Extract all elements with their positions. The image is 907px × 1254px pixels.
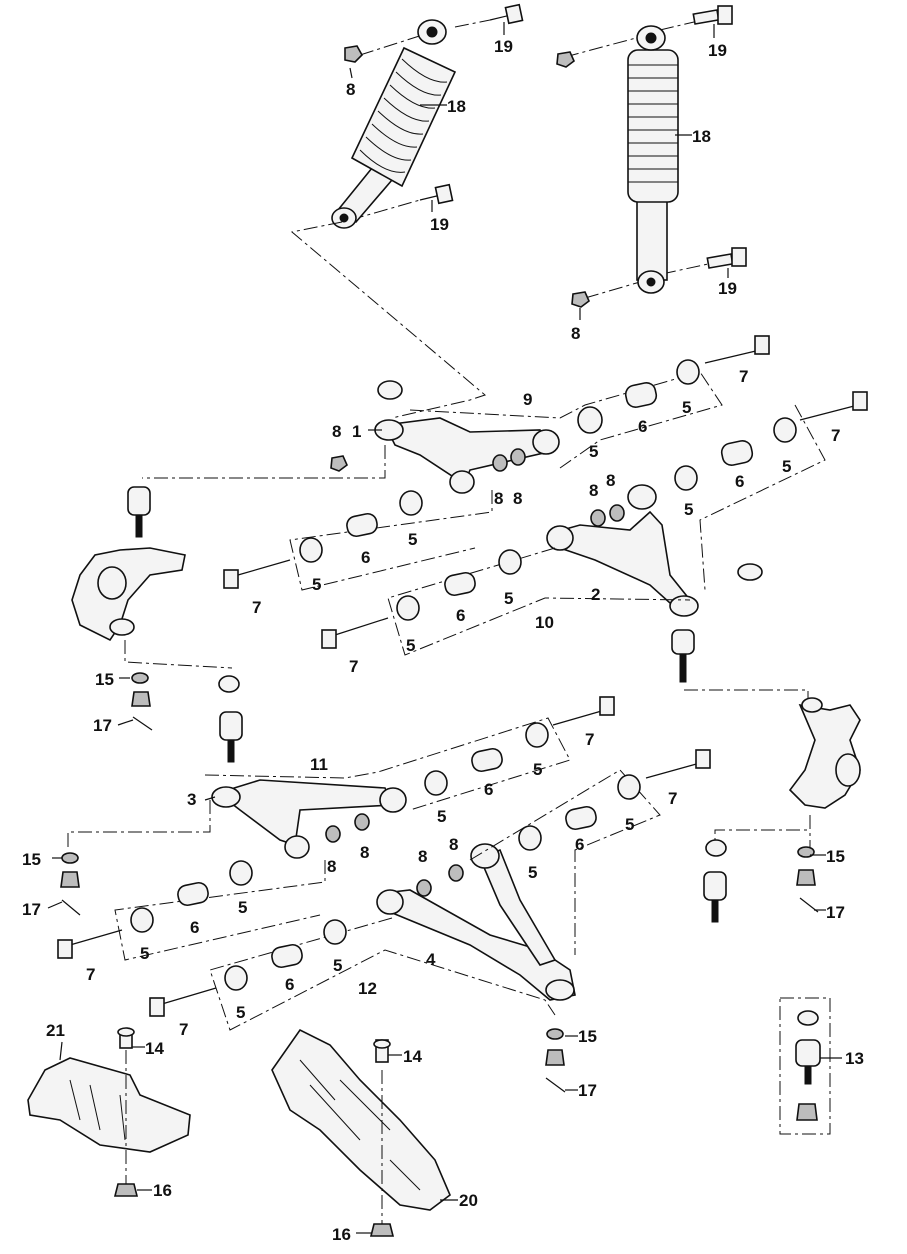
- callout-label-c5f: 5: [782, 457, 791, 476]
- callout-label-c20: 20: [459, 1191, 478, 1210]
- callout-label-c15d: 15: [578, 1027, 597, 1046]
- shock-absorber-right: [556, 5, 747, 308]
- callout-label-c5a: 5: [682, 398, 691, 417]
- upper-control-arm-right: [321, 391, 868, 700]
- callout-label-c17a: 17: [93, 716, 112, 735]
- leader-lines: [47, 22, 842, 1234]
- callout-label-c7h: 7: [179, 1020, 188, 1039]
- callout-label-c7f: 7: [668, 789, 677, 808]
- steering-knuckle-right: [703, 697, 861, 923]
- callout-label-c8f: 8: [589, 481, 598, 500]
- callout-label-c19c: 19: [430, 215, 449, 234]
- callout-label-c8b: 8: [571, 324, 580, 343]
- callout-label-c8h: 8: [327, 857, 336, 876]
- callout-label-c6e: 6: [484, 780, 493, 799]
- bolt-19-bottom-left: [419, 183, 454, 205]
- callout-label-c3: 3: [187, 790, 196, 809]
- callout-label-c21: 21: [46, 1021, 65, 1040]
- callout-label-c12: 12: [358, 979, 377, 998]
- callout-label-c5j: 5: [437, 807, 446, 826]
- callout-label-c6f: 6: [190, 918, 199, 937]
- callout-label-c1: 1: [352, 422, 361, 441]
- callout-label-c5k: 5: [238, 898, 247, 917]
- callout-label-c19d: 19: [718, 279, 737, 298]
- callout-label-c7d: 7: [349, 657, 358, 676]
- callout-labels: 1234555555555555555566666666777777778888…: [22, 37, 864, 1244]
- callout-label-c7c: 7: [252, 598, 261, 617]
- bolt-19-top-left: [489, 3, 524, 25]
- callout-label-c17c: 17: [826, 903, 845, 922]
- callout-label-c14a: 14: [145, 1039, 164, 1058]
- callout-label-c6c: 6: [735, 472, 744, 491]
- ball-joint-kit-13: [779, 997, 831, 1135]
- skid-plate-20: [271, 1028, 451, 1237]
- callout-label-c8k: 8: [449, 835, 458, 854]
- callout-label-c8g: 8: [606, 471, 615, 490]
- callout-label-c19b: 19: [708, 41, 727, 60]
- callout-label-c5m: 5: [625, 815, 634, 834]
- callout-label-c8d: 8: [494, 489, 503, 508]
- callout-label-c6b: 6: [361, 548, 370, 567]
- callout-label-c5p: 5: [236, 1003, 245, 1022]
- callout-label-c15c: 15: [826, 847, 845, 866]
- callout-label-c14b: 14: [403, 1047, 422, 1066]
- callout-label-c16b: 16: [332, 1225, 351, 1244]
- callout-label-c18a: 18: [447, 97, 466, 116]
- callout-label-c6h: 6: [285, 975, 294, 994]
- callout-label-c19a: 19: [494, 37, 513, 56]
- callout-label-c5g: 5: [504, 589, 513, 608]
- callout-label-c5o: 5: [333, 956, 342, 975]
- callout-label-c17b: 17: [22, 900, 41, 919]
- callout-label-c8a: 8: [346, 80, 355, 99]
- callout-label-c6g: 6: [575, 835, 584, 854]
- skid-plate-21: [27, 1027, 191, 1197]
- callout-label-c10: 10: [535, 613, 554, 632]
- callout-label-c7b: 7: [831, 426, 840, 445]
- callout-label-c5d: 5: [312, 575, 321, 594]
- callout-label-c5e: 5: [684, 500, 693, 519]
- callout-label-c5l: 5: [140, 944, 149, 963]
- callout-label-c8c: 8: [332, 422, 341, 441]
- callout-label-c8j: 8: [418, 847, 427, 866]
- callout-label-c6a: 6: [638, 417, 647, 436]
- callout-label-c16a: 16: [153, 1181, 172, 1200]
- lower-control-arm-left: [57, 696, 615, 961]
- callout-label-c11: 11: [310, 755, 328, 774]
- lower-control-arm-right: [149, 749, 711, 1093]
- callout-label-c7a: 7: [739, 367, 748, 386]
- callout-label-c6d: 6: [456, 606, 465, 625]
- callout-label-c7g: 7: [86, 965, 95, 984]
- callout-label-c9: 9: [523, 390, 532, 409]
- callout-label-c5i: 5: [533, 760, 542, 779]
- callout-label-c4: 4: [426, 950, 436, 969]
- callout-label-c2: 2: [591, 585, 600, 604]
- callout-label-c15a: 15: [95, 670, 114, 689]
- callout-label-c5h: 5: [406, 636, 415, 655]
- callout-label-c8i: 8: [360, 843, 369, 862]
- callout-label-c5n: 5: [528, 863, 537, 882]
- callout-label-c5b: 5: [589, 442, 598, 461]
- callout-label-c15b: 15: [22, 850, 41, 869]
- callout-label-c13: 13: [845, 1049, 864, 1068]
- upper-control-arm-left: [142, 335, 770, 591]
- callout-label-c17d: 17: [578, 1081, 597, 1100]
- callout-label-c7e: 7: [585, 730, 594, 749]
- callout-label-c8e: 8: [513, 489, 522, 508]
- steering-knuckle-left: [71, 486, 243, 763]
- callout-label-c18b: 18: [692, 127, 711, 146]
- callout-label-c5c: 5: [408, 530, 417, 549]
